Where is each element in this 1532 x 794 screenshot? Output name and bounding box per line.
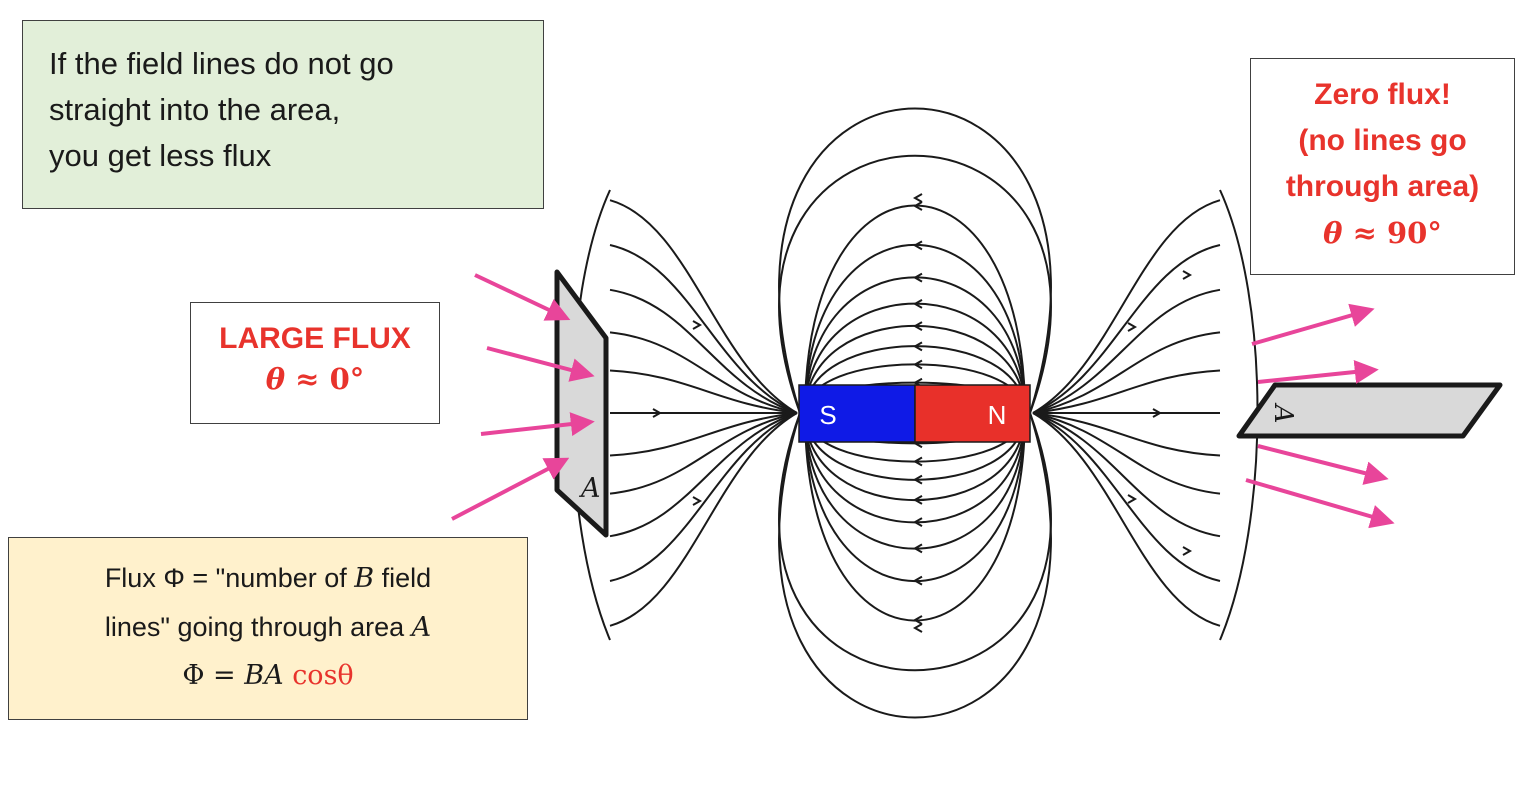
large-flux-box: LARGE FLUX θ ≈ 0° bbox=[190, 302, 440, 424]
field-line-arrow bbox=[1182, 546, 1193, 556]
field-line-arrow bbox=[912, 321, 923, 332]
arrow-left-1 bbox=[474, 273, 571, 321]
zero-flux-box: Zero flux! (no lines go through area) θ … bbox=[1250, 58, 1515, 275]
field-line-left bbox=[609, 412, 798, 495]
field-line-outer-bottom bbox=[778, 412, 1052, 672]
field-line-right bbox=[1032, 412, 1221, 495]
field-line-arrow bbox=[1182, 270, 1193, 280]
field-line-right bbox=[1032, 369, 1221, 414]
flux-definition-box: Flux Φ = "number of B field lines" going… bbox=[8, 537, 528, 720]
zero-flux-line3: through area) bbox=[1285, 170, 1480, 203]
field-line-right bbox=[1032, 412, 1221, 582]
field-line-arrow bbox=[912, 517, 923, 527]
field-line-arrow bbox=[692, 320, 703, 330]
theta-symbol: θ bbox=[1323, 216, 1343, 250]
angle-relation: ≈ 90° bbox=[1342, 216, 1442, 250]
magnet-north-pole bbox=[914, 384, 1031, 443]
bar-magnet: S N bbox=[798, 384, 1031, 443]
large-flux-angle: θ ≈ 0° bbox=[191, 359, 439, 399]
field-line-outer-top bbox=[778, 107, 1052, 414]
large-flux-title: LARGE FLUX bbox=[219, 322, 411, 355]
field-line-right bbox=[1032, 331, 1221, 414]
field-line-arrow bbox=[912, 193, 923, 203]
field-line-arrow bbox=[1127, 494, 1138, 504]
arrow-right-2 bbox=[1257, 360, 1379, 384]
arrow-right-3 bbox=[1257, 444, 1389, 485]
left-arrows bbox=[451, 273, 595, 521]
field-line-arrow bbox=[912, 201, 923, 211]
field-line-arrow bbox=[912, 341, 923, 352]
arrow-right-1 bbox=[1251, 303, 1375, 346]
note-box: If the field lines do not go straight in… bbox=[22, 20, 544, 209]
field-line-arrow bbox=[912, 456, 923, 467]
field-line-left bbox=[609, 412, 798, 627]
field-line-right bbox=[1032, 288, 1221, 414]
field-line-arrow bbox=[1152, 408, 1163, 418]
field-line-outer-top bbox=[778, 154, 1052, 414]
field-line-right bbox=[1032, 244, 1221, 414]
field-line-left bbox=[609, 199, 798, 414]
field-line-arrow bbox=[912, 272, 923, 283]
note-line: you get less flux bbox=[49, 138, 272, 173]
arrow-right-4 bbox=[1245, 478, 1395, 529]
flux-equation: Φ = BA cosθ bbox=[182, 660, 354, 691]
field-line-right bbox=[1032, 412, 1221, 457]
arrow-left-4 bbox=[451, 457, 570, 521]
magnet-south-pole bbox=[798, 384, 916, 443]
right-arrows bbox=[1245, 303, 1395, 529]
field-line-left bbox=[609, 288, 798, 414]
field-line-outer-bottom bbox=[778, 412, 1052, 719]
field-line-arrow bbox=[912, 615, 923, 625]
field-line-left bbox=[609, 331, 798, 414]
field-line-left bbox=[609, 412, 798, 582]
field-line-arrow bbox=[912, 299, 923, 309]
field-line-left bbox=[609, 369, 798, 414]
zero-flux-line2: (no lines go bbox=[1298, 124, 1467, 157]
zero-flux-line1: Zero flux! bbox=[1314, 78, 1451, 111]
note-line: If the field lines do not go bbox=[49, 46, 394, 81]
right-area-plate: A bbox=[1236, 382, 1503, 439]
arrow-left-2 bbox=[486, 346, 595, 382]
field-line-right bbox=[1032, 199, 1221, 414]
field-line-left bbox=[609, 244, 798, 414]
angle-relation: ≈ 0° bbox=[285, 362, 365, 396]
theta-symbol: θ bbox=[265, 362, 286, 396]
field-line-arrow bbox=[912, 474, 923, 485]
field-line-arrow bbox=[912, 543, 923, 554]
field-line-arrow bbox=[652, 408, 663, 418]
field-line-left bbox=[609, 412, 798, 538]
field-line-arrow bbox=[912, 240, 923, 251]
left-plate-label: A bbox=[578, 473, 601, 504]
field-line-arrow bbox=[1127, 322, 1138, 332]
field-line-right bbox=[1032, 412, 1221, 627]
arrow-left-3 bbox=[480, 412, 595, 437]
flux-line2: lines" going through area A bbox=[104, 612, 432, 643]
south-label: S bbox=[819, 400, 836, 430]
field-line-arrow bbox=[912, 623, 923, 633]
flux-line1: Flux Φ = "number of B field bbox=[104, 563, 432, 594]
field-line-left bbox=[609, 412, 798, 457]
field-line-arrow bbox=[912, 359, 923, 370]
zero-flux-angle: θ ≈ 90° bbox=[1251, 210, 1514, 256]
note-line: straight into the area, bbox=[49, 92, 341, 127]
field-line-arrow bbox=[912, 575, 923, 586]
field-line-arrow bbox=[912, 494, 923, 505]
field-line-arrow bbox=[692, 496, 703, 506]
field-line-right bbox=[1032, 412, 1221, 538]
north-label: N bbox=[988, 400, 1007, 430]
left-area-plate: A bbox=[554, 269, 609, 538]
right-plate-label: A bbox=[1268, 403, 1298, 424]
